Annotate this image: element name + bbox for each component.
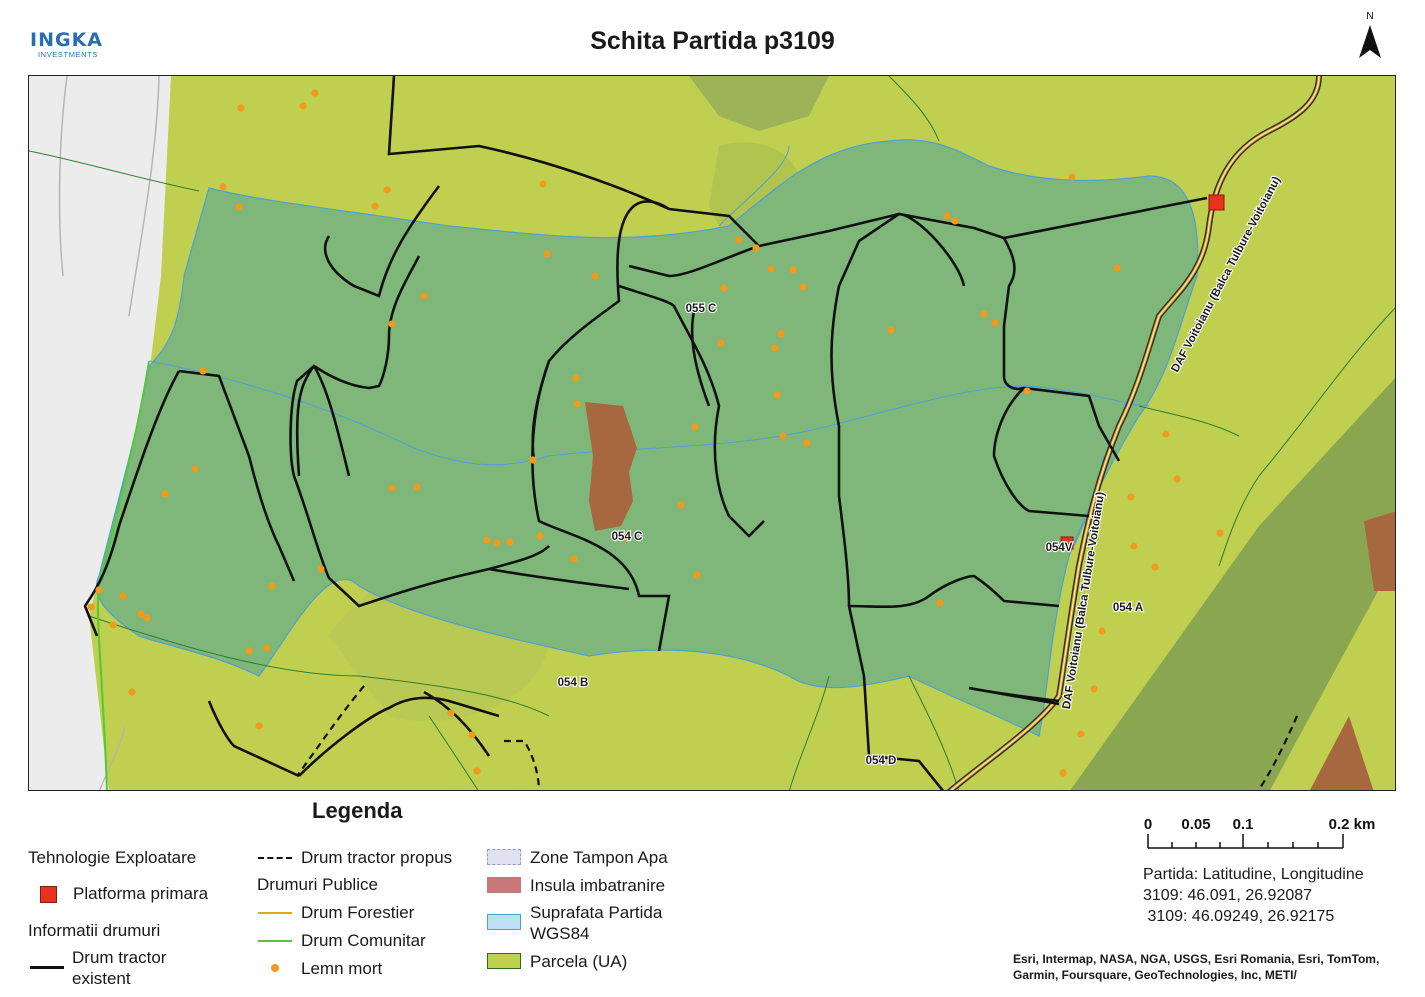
logo-word: INGKA: [30, 29, 103, 51]
drum-tractor-propus: [296, 685, 1299, 790]
legend-drum-propus-label: Drum tractor propus: [301, 848, 453, 867]
legend-drum-existent-label-2: existent: [72, 969, 131, 988]
legend-drum-forestier-swatch: [258, 912, 292, 914]
scale-bar: 0 0.05 0.1 0.2 km: [1140, 812, 1390, 862]
parcel-label-054d: 054 D: [866, 755, 897, 767]
map-title: Schita Partida p3109: [590, 27, 835, 55]
legend-insula-label: Insula imbatranire: [530, 876, 666, 895]
legend-zone-tampon-label: Zone Tampon Apa: [530, 848, 668, 867]
parcel-label-054a: 054 A: [1113, 602, 1143, 614]
north-label: N: [1366, 11, 1373, 22]
scale-label-01: 0.1: [1233, 816, 1254, 833]
legend-platforma-label: Platforma primara: [73, 884, 209, 903]
parcel-label-054v: 054V: [1046, 542, 1073, 554]
legend-zone-tampon-swatch: [487, 849, 521, 865]
drum-comunitar: [96, 360, 150, 790]
legend-insula-swatch: [487, 877, 521, 893]
legend-drum-forestier-label: Drum Forestier: [301, 903, 415, 922]
legend-title: Legenda: [312, 798, 403, 823]
north-arrow-icon: N: [1352, 8, 1388, 64]
drum-tractor-existent: [83, 76, 1208, 790]
parcel-label-055c: 055 C: [686, 303, 717, 315]
coordinates-block: Partida: Latitudine, Longitudine 3109: 46…: [1143, 864, 1364, 927]
logo-subtitle: INVESTMENTS: [38, 50, 98, 59]
legend-parcela-swatch: [487, 953, 521, 969]
scale-label-0: 0: [1144, 816, 1152, 833]
legend-lemn-mort-swatch: [271, 964, 279, 972]
legend-tehnologie-heading: Tehnologie Exploatare: [28, 848, 197, 867]
coords-line-2: 3109: 46.09249, 26.92175: [1143, 908, 1335, 925]
map-canvas[interactable]: 055 C 054 C 054 B 054 A 054 D 054V DAF V…: [28, 75, 1396, 791]
coords-heading: Partida: Latitudine, Longitudine: [1143, 866, 1364, 883]
platforma-primara-marker[interactable]: [1060, 536, 1074, 550]
legend-suprafata-swatch: [487, 914, 521, 930]
scale-label-005: 0.05: [1181, 816, 1210, 833]
legend-drum-existent-swatch: [30, 966, 64, 969]
legend-drum-comunitar-label: Drum Comunitar: [301, 931, 426, 950]
coords-line-1: 3109: 46.091, 26.92087: [1143, 887, 1313, 904]
parcel-label-054b: 054 B: [558, 677, 589, 689]
legend-drum-existent-label-1: Drum tractor: [72, 948, 167, 967]
legend-parcela-label: Parcela (UA): [530, 952, 628, 971]
legend-informatii-heading: Informatii drumuri: [28, 921, 161, 940]
legend-drum-comunitar-swatch: [258, 940, 292, 942]
legend-platforma-swatch: [40, 886, 57, 903]
platforma-primara-marker[interactable]: [1208, 194, 1225, 211]
lemn-mort-points: [87, 89, 1224, 777]
legend-drumuri-publice-heading: Drumuri Publice: [257, 875, 378, 894]
parcel-label-054c: 054 C: [612, 531, 643, 543]
insula-patch: [585, 402, 637, 531]
dark-slope-patch: [1070, 378, 1395, 790]
legend-suprafata-label-1: Suprafata Partida: [530, 903, 663, 922]
scale-label-02: 0.2 km: [1329, 816, 1376, 833]
ingka-logo: INGKA INVESTMENTS: [30, 30, 120, 66]
legend-suprafata-label-2: WGS84: [530, 924, 590, 943]
legend-drum-propus-swatch: [258, 857, 292, 859]
legend-lemn-mort-label: Lemn mort: [301, 959, 383, 978]
map-credits: Esri, Intermap, NASA, NGA, USGS, Esri Ro…: [1013, 952, 1380, 982]
map-svg: 055 C 054 C 054 B 054 A 054 D 054V DAF V…: [29, 76, 1395, 790]
basemap-white: [29, 76, 171, 790]
